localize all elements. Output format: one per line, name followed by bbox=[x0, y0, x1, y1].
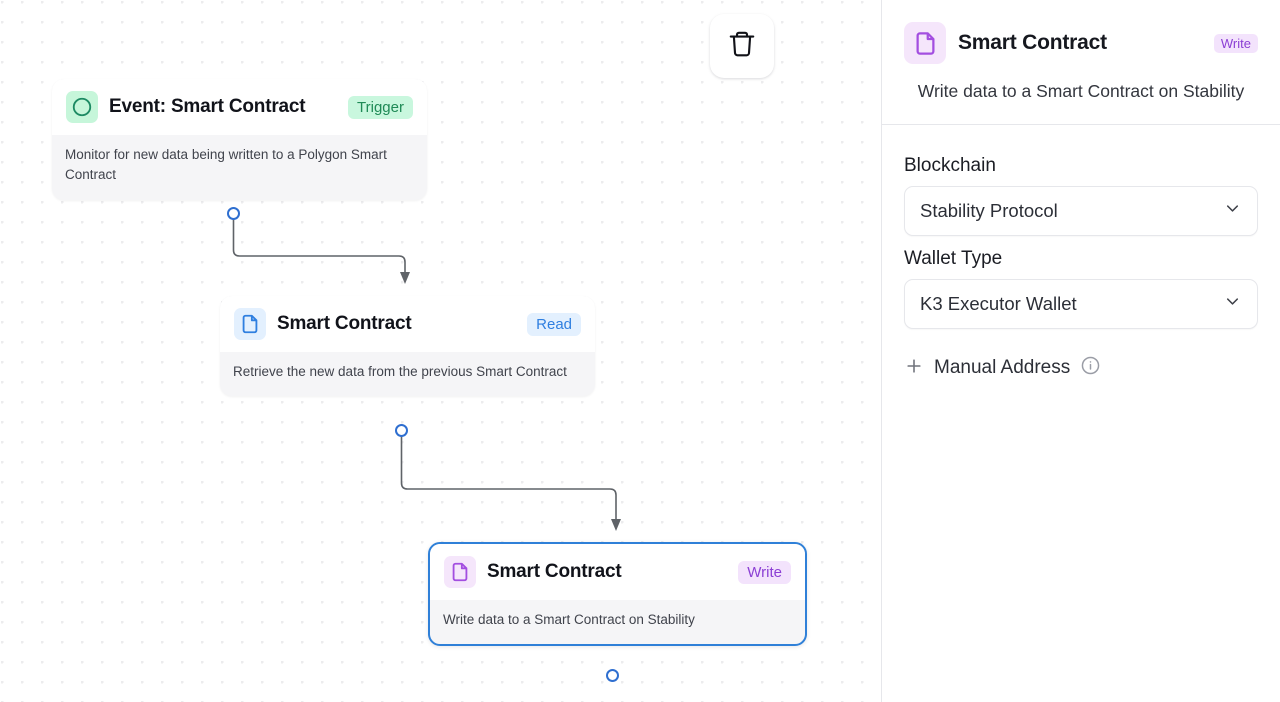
delete-node-button[interactable] bbox=[710, 14, 774, 78]
document-icon bbox=[234, 308, 266, 340]
workflow-node-trigger[interactable]: Event: Smart Contract Trigger Monitor fo… bbox=[52, 79, 427, 200]
node-description: Write data to a Smart Contract on Stabil… bbox=[443, 612, 695, 627]
manual-address-label: Manual Address bbox=[934, 357, 1071, 379]
node-badge: Trigger bbox=[348, 95, 413, 119]
workflow-node-read[interactable]: Smart Contract Read Retrieve the new dat… bbox=[220, 296, 595, 397]
node-badge: Read bbox=[527, 312, 581, 336]
workflow-canvas[interactable]: Event: Smart Contract Trigger Monitor fo… bbox=[0, 0, 881, 702]
node-output-port[interactable] bbox=[606, 669, 619, 682]
circle-icon bbox=[66, 91, 98, 123]
node-title: Smart Contract bbox=[277, 313, 412, 334]
panel-header: Smart Contract Write Write data to a Sma… bbox=[882, 0, 1280, 126]
chevron-down-icon bbox=[1223, 199, 1242, 223]
panel-subtitle: Write data to a Smart Contract on Stabil… bbox=[917, 81, 1245, 101]
wallet-type-select-value: K3 Executor Wallet bbox=[920, 293, 1077, 315]
page-title: Smart Contract bbox=[958, 31, 1107, 54]
blockchain-select[interactable]: Stability Protocol bbox=[904, 186, 1258, 237]
node-description: Retrieve the new data from the previous … bbox=[233, 364, 567, 379]
wallet-type-label: Wallet Type bbox=[904, 248, 1003, 270]
plus-icon bbox=[904, 356, 924, 381]
info-icon[interactable] bbox=[1080, 355, 1101, 381]
node-badge: Write bbox=[738, 560, 791, 584]
panel-header-row: Smart Contract Write bbox=[904, 22, 1258, 64]
node-header: Smart Contract Write bbox=[430, 544, 805, 600]
document-icon bbox=[444, 556, 476, 588]
blockchain-select-value: Stability Protocol bbox=[920, 200, 1058, 222]
node-title: Smart Contract bbox=[487, 561, 622, 582]
wallet-type-select[interactable]: K3 Executor Wallet bbox=[904, 279, 1258, 330]
node-settings-panel: Smart Contract Write Write data to a Sma… bbox=[881, 0, 1280, 702]
add-manual-address-button[interactable]: Manual Address bbox=[904, 355, 1258, 381]
workflow-node-write[interactable]: Smart Contract Write Write data to a Sma… bbox=[428, 542, 807, 647]
status-badge: Write bbox=[1213, 33, 1258, 53]
node-header: Smart Contract Read bbox=[220, 296, 595, 352]
chevron-down-icon bbox=[1223, 292, 1242, 316]
node-description: Monitor for new data being written to a … bbox=[65, 147, 387, 183]
node-output-port[interactable] bbox=[395, 424, 408, 437]
panel-body: Blockchain Stability Protocol Wallet Typ… bbox=[882, 125, 1280, 381]
node-output-port[interactable] bbox=[227, 207, 240, 220]
document-icon bbox=[904, 22, 946, 64]
node-title: Event: Smart Contract bbox=[109, 96, 306, 117]
node-header: Event: Smart Contract Trigger bbox=[52, 79, 427, 135]
blockchain-label: Blockchain bbox=[904, 155, 996, 177]
trash-icon bbox=[727, 29, 757, 64]
